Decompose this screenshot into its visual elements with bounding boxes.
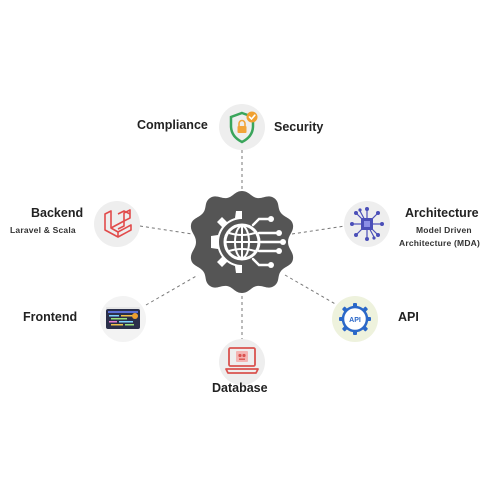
database-node — [219, 339, 265, 385]
architecture-label: Architecture — [405, 206, 479, 220]
api-label: API — [398, 310, 419, 324]
api-icon-text: API — [349, 317, 361, 324]
compliance-label: Compliance — [137, 118, 208, 132]
laravel-icon — [104, 209, 132, 238]
laptop-database-icon — [225, 347, 259, 374]
security-node — [219, 104, 265, 150]
frontend-node — [100, 296, 146, 342]
architecture-sublabel-line1: Model Driven — [416, 225, 472, 235]
connector-lower-right — [284, 274, 338, 306]
frontend-label: Frontend — [23, 310, 78, 324]
architecture-sublabel-line2: Architecture (MDA) — [399, 238, 481, 248]
chip-network-icon — [350, 207, 384, 241]
api-node: API — [332, 296, 378, 342]
backend-label: Backend — [31, 206, 84, 220]
connector-right — [291, 225, 346, 235]
shield-check-lock-icon — [229, 111, 258, 144]
architecture-node — [344, 201, 390, 247]
api-gear-icon: API — [339, 303, 371, 335]
database-label: Database — [212, 381, 268, 395]
backend-node — [94, 201, 140, 247]
gear-globe-circuit-icon — [190, 191, 294, 293]
connector-lower-left — [145, 274, 199, 306]
connector-left — [139, 225, 193, 235]
security-label: Security — [274, 120, 324, 134]
backend-sublabel: Laravel & Scala — [10, 225, 76, 235]
code-screenshot-icon — [106, 307, 140, 329]
